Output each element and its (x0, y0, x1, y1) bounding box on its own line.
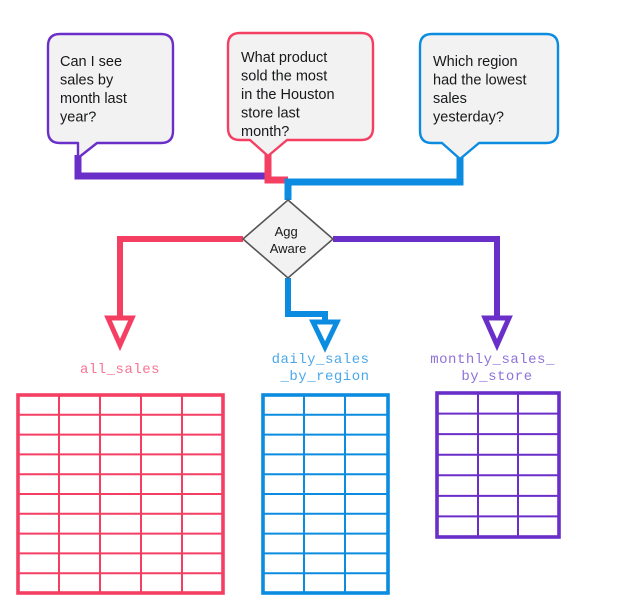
bubble-1-shape (46, 32, 175, 160)
bubble-3-shape (418, 32, 560, 161)
diamond-shape (241, 198, 335, 280)
table-grid-monthly-sales-by-store (435, 391, 561, 539)
bubble-1-text: Can I see sales by month last year? (60, 54, 163, 126)
decision-node-agg-aware[interactable]: Agg Aware (241, 198, 335, 280)
edge-q3-to-node (284, 155, 464, 200)
bubble-2-text: What product sold the most in the Housto… (241, 50, 371, 140)
table-daily-sales-by-region[interactable]: daily_sales _by_region (261, 352, 390, 595)
table-monthly-sales-by-store[interactable]: monthly_sales_ by_store (430, 352, 564, 539)
decision-node-label: Agg Aware (270, 224, 307, 256)
question-bubble-2[interactable]: What product sold the most in the Housto… (226, 31, 375, 158)
table-grid-all-sales (16, 393, 225, 595)
question-bubble-3[interactable]: Which region had the lowest sales yester… (418, 32, 563, 161)
bubble-2-shape (226, 31, 375, 158)
question-bubble-1[interactable]: Can I see sales by month last year? (46, 32, 175, 160)
edge-node-to-monthly (333, 236, 513, 352)
table-label-daily-sales-by-region: daily_sales _by_region (272, 352, 379, 385)
edge-q2-to-node (264, 152, 288, 184)
edge-node-to-all-sales (104, 236, 243, 352)
edge-q1-to-node (74, 155, 268, 180)
table-grid-daily-sales-by-region (261, 393, 390, 595)
table-label-all-sales: all_sales (80, 362, 160, 378)
bubble-3-text: Which region had the lowest sales yester… (433, 54, 563, 126)
table-label-monthly-sales-by-store: monthly_sales_ by_store (430, 352, 564, 385)
table-all-sales[interactable]: all_sales (16, 362, 225, 595)
edge-node-to-daily (285, 278, 341, 353)
